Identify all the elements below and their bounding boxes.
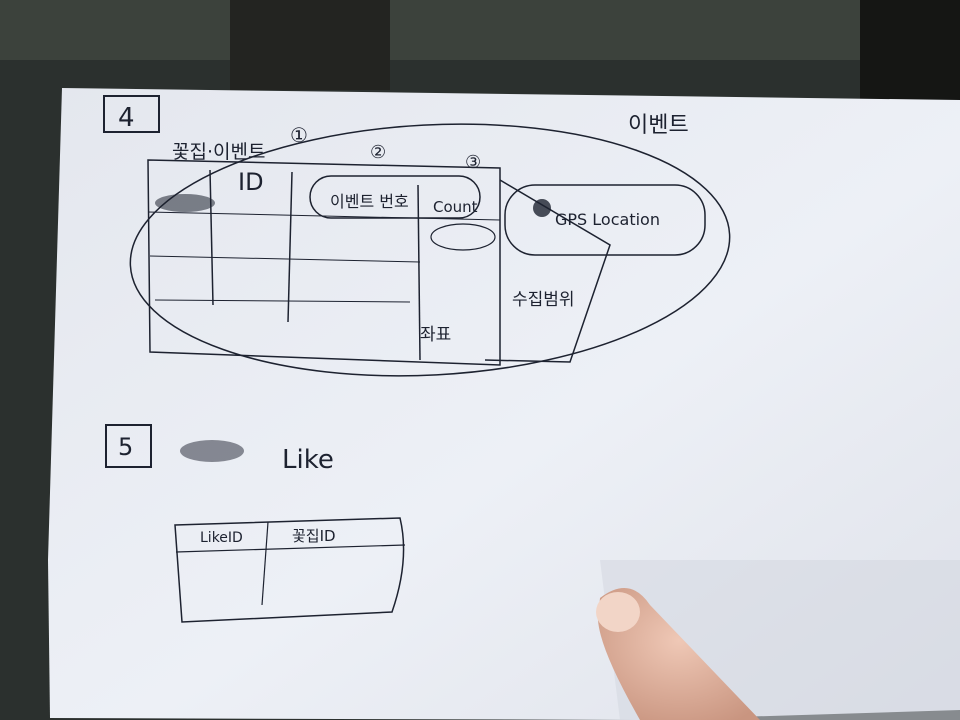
section-4-event-cell <box>309 175 481 219</box>
section-4-cell-event-number: 이벤트 번호 <box>330 192 409 211</box>
section-5-header-like-id: LikeID <box>200 530 243 546</box>
section-4: 4 꽃집·이벤트 이벤트 ① ② ③ ID 이벤트 번호 Count GPS L… <box>103 95 731 377</box>
section-4-cell-count: Count <box>433 198 478 216</box>
section-5-table <box>174 517 405 623</box>
section-4-title-right: 이벤트 <box>628 113 689 138</box>
section-4-circled-mark-1: ① <box>290 123 308 147</box>
section-4-cell-gps-location: GPS Location <box>555 210 660 229</box>
section-4-heading: 꽃집·이벤트 <box>172 141 265 163</box>
scratch-mark <box>155 194 215 212</box>
section-5-heading: Like <box>282 445 334 475</box>
section-4-note-range: 수집범위 <box>512 290 575 310</box>
section-4-number: 4 <box>118 103 135 133</box>
section-5-number: 5 <box>118 433 133 461</box>
section-4-cell-id: ID <box>238 168 264 196</box>
scratch-mark-2 <box>180 440 244 462</box>
section-4-table <box>147 159 501 366</box>
section-4-gps-cell <box>504 184 706 256</box>
section-4-outline-oval <box>129 123 731 377</box>
section-5-header-shop-id: 꽃집ID <box>292 527 336 545</box>
finger <box>596 588 760 720</box>
section-4-circled-mark-3: ③ <box>465 152 481 173</box>
section-5-number-box <box>105 424 152 468</box>
section-5: 5 Like LikeID 꽃집ID <box>105 424 406 623</box>
section-4-note-coordinates: 좌표 <box>420 325 451 345</box>
gps-circle-mark <box>533 199 551 217</box>
section-4-circled-mark-2: ② <box>370 142 386 163</box>
section-4-number-box <box>103 95 160 133</box>
